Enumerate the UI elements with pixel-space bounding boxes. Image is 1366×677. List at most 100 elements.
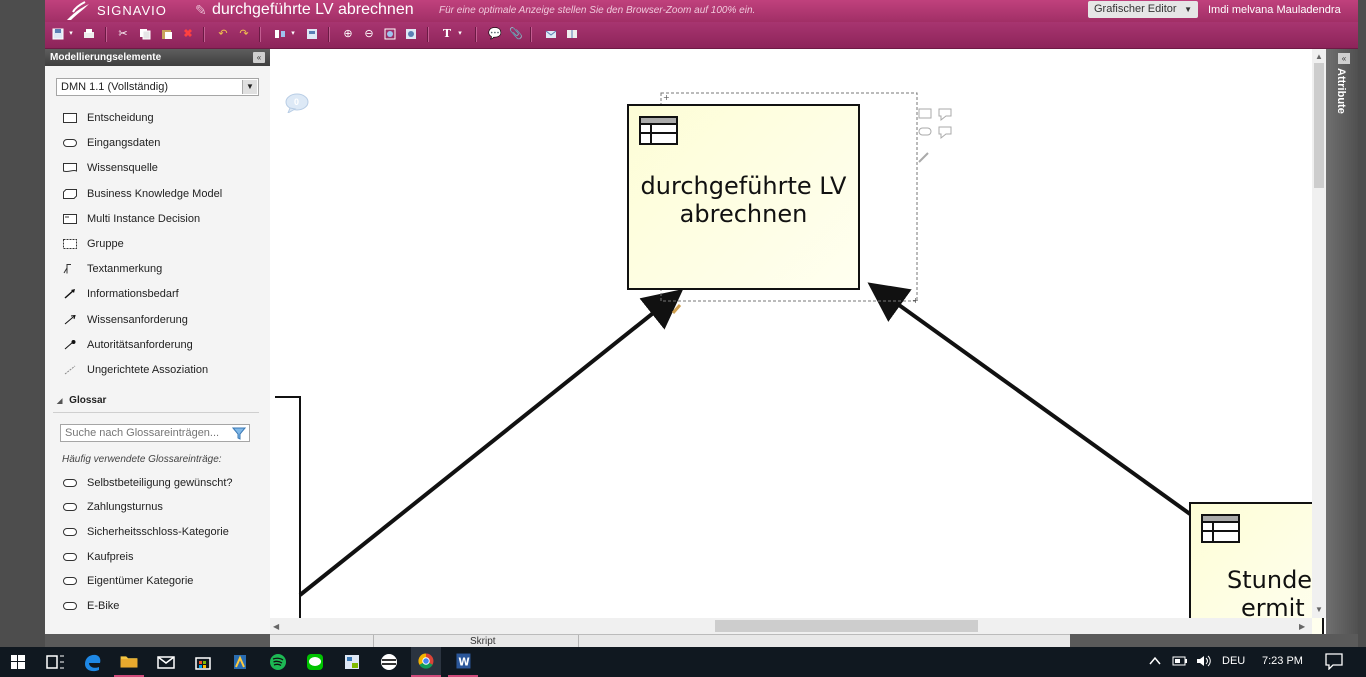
app2-icon[interactable] xyxy=(337,647,367,677)
attribute-panel-collapse-icon[interactable]: « xyxy=(1338,53,1350,64)
edge-icon[interactable] xyxy=(77,647,107,677)
glossar-item-label: Eigentümer Kategorie xyxy=(87,575,194,587)
app-header xyxy=(45,0,1358,22)
selection-handle[interactable]: + xyxy=(912,296,919,305)
glossar-item-label: Kaufpreis xyxy=(87,551,134,563)
filter-icon[interactable] xyxy=(232,426,246,440)
paste-icon[interactable] xyxy=(161,28,173,40)
horizontal-scroll-thumb[interactable] xyxy=(715,620,978,632)
comment-bubble-icon[interactable] xyxy=(285,93,309,113)
glossar-item-label: Zahlungsturnus xyxy=(87,501,163,513)
input-language[interactable]: DEU xyxy=(1222,655,1246,667)
delete-icon[interactable]: ✖ xyxy=(183,28,193,40)
align-dropdown-icon[interactable]: ▾ xyxy=(291,30,295,37)
information-requirement-left[interactable] xyxy=(298,289,684,597)
align-icon[interactable] xyxy=(274,28,286,40)
quick-add-note-icon[interactable] xyxy=(938,126,952,140)
start-icon[interactable] xyxy=(3,647,33,677)
save-icon[interactable] xyxy=(52,28,64,40)
vertical-scroll-thumb[interactable] xyxy=(1314,63,1324,188)
glossar-search-input[interactable] xyxy=(60,424,250,442)
edit-title-icon[interactable]: ✎ xyxy=(195,2,207,18)
zoom-fit-icon[interactable] xyxy=(384,28,396,40)
file-explorer-icon[interactable] xyxy=(114,647,144,677)
cut-icon[interactable]: ✂ xyxy=(118,28,128,40)
desktop-right xyxy=(1358,0,1366,647)
chevron-up-icon[interactable] xyxy=(1148,654,1162,668)
vertical-scrollbar[interactable] xyxy=(1312,49,1326,618)
quick-add-comment-icon[interactable] xyxy=(938,108,952,122)
frequent-entries-label: Häufig verwendete Glossareinträge: xyxy=(62,454,222,465)
task-view-icon[interactable] xyxy=(40,647,70,677)
logo-text: SIGNAVIO xyxy=(97,3,167,18)
shape-item-label: Wissensquelle xyxy=(87,162,158,174)
glossar-item-label: E-Bike xyxy=(87,600,120,612)
decision-label-line: abrechnen xyxy=(679,200,808,228)
scroll-right-icon[interactable]: ▶ xyxy=(1299,622,1306,631)
editor-mode-dropdown[interactable]: Grafischer Editor ▼ xyxy=(1088,1,1198,18)
attribute-panel[interactable] xyxy=(1326,49,1358,634)
quick-add-connector-icon[interactable] xyxy=(918,152,929,163)
windows-taskbar xyxy=(0,647,1366,677)
arrow-solid-icon xyxy=(64,289,75,299)
dictionary-icon[interactable] xyxy=(566,28,578,40)
oval-icon xyxy=(63,479,77,487)
user-name[interactable]: Imdi melvana Mauladendra xyxy=(1208,4,1341,16)
decision-durchgefuehrte-lv-abrechnen[interactable]: durchgeführte LV abrechnen xyxy=(627,104,860,290)
information-requirement-right[interactable] xyxy=(867,282,1192,516)
decision-table-icon xyxy=(639,116,678,145)
toolbar xyxy=(45,22,1358,49)
volume-icon[interactable] xyxy=(1195,654,1213,668)
zoom-actual-icon[interactable] xyxy=(405,28,417,40)
attachment-icon[interactable]: 📎 xyxy=(509,28,523,40)
email-icon[interactable] xyxy=(545,28,557,40)
glossar-header[interactable]: ◢ Glossar xyxy=(57,395,106,406)
connector-tool-icon[interactable] xyxy=(671,304,682,314)
line-icon[interactable] xyxy=(300,647,330,677)
clock[interactable]: 7:23 PM xyxy=(1262,655,1303,667)
quick-add-input-icon[interactable] xyxy=(918,127,932,136)
print-icon[interactable] xyxy=(83,28,95,40)
annotation-icon xyxy=(63,264,71,274)
text-format-icon[interactable]: T xyxy=(442,27,452,40)
document-title[interactable]: durchgeführte LV abrechnen xyxy=(212,1,414,18)
spotify-icon[interactable] xyxy=(263,647,293,677)
word-icon[interactable]: W xyxy=(448,647,478,677)
redo-icon[interactable]: ↷ xyxy=(239,28,249,40)
scroll-down-icon[interactable]: ▼ xyxy=(1315,605,1323,614)
quick-add-decision-icon[interactable] xyxy=(918,108,932,119)
arrow-open-icon xyxy=(64,315,76,325)
notation-select[interactable]: DMN 1.1 (Vollständig) ▼ xyxy=(56,78,259,96)
store-icon[interactable] xyxy=(188,647,218,677)
chrome-icon[interactable] xyxy=(411,647,441,677)
decision-stunden-ermitteln[interactable]: Stunde ermit xyxy=(1189,502,1324,634)
decision-label-line: ermit xyxy=(1241,594,1305,622)
app3-icon[interactable] xyxy=(374,647,404,677)
triangle-icon: ◢ xyxy=(57,398,63,405)
decision-label: Stunde ermit xyxy=(1227,566,1322,622)
scroll-left-icon[interactable]: ◀ xyxy=(273,622,280,631)
shape-item-label: Autoritätsanforderung xyxy=(87,339,193,351)
selection-handle[interactable]: + xyxy=(663,93,670,102)
arrow-dot-icon xyxy=(64,340,76,350)
scroll-up-icon[interactable]: ▲ xyxy=(1315,52,1323,61)
panel-collapse-icon[interactable]: « xyxy=(253,52,265,63)
shape-item-label: Wissensanforderung xyxy=(87,314,188,326)
mail-icon[interactable] xyxy=(151,647,181,677)
oval-icon xyxy=(63,139,77,147)
undo-icon[interactable]: ↶ xyxy=(218,28,228,40)
zoom-in-icon[interactable]: ⊕ xyxy=(343,28,353,40)
glossar-item-label: Sicherheitsschloss-Kategorie xyxy=(87,526,229,538)
save-dropdown-icon[interactable]: ▾ xyxy=(69,30,73,37)
comments-icon[interactable]: 💬 xyxy=(488,28,502,40)
text-format-dropdown-icon[interactable]: ▾ xyxy=(458,30,462,37)
battery-icon[interactable] xyxy=(1172,655,1188,667)
zoom-out-icon[interactable]: ⊖ xyxy=(364,28,374,40)
partial-shape-left[interactable] xyxy=(275,396,301,618)
notification-icon[interactable] xyxy=(1324,652,1344,670)
shape-item-label: Informationsbedarf xyxy=(87,288,179,300)
rect-icon xyxy=(63,113,77,123)
copy-icon[interactable] xyxy=(139,28,151,40)
app-icon[interactable] xyxy=(225,647,255,677)
layout-icon[interactable] xyxy=(306,28,318,40)
